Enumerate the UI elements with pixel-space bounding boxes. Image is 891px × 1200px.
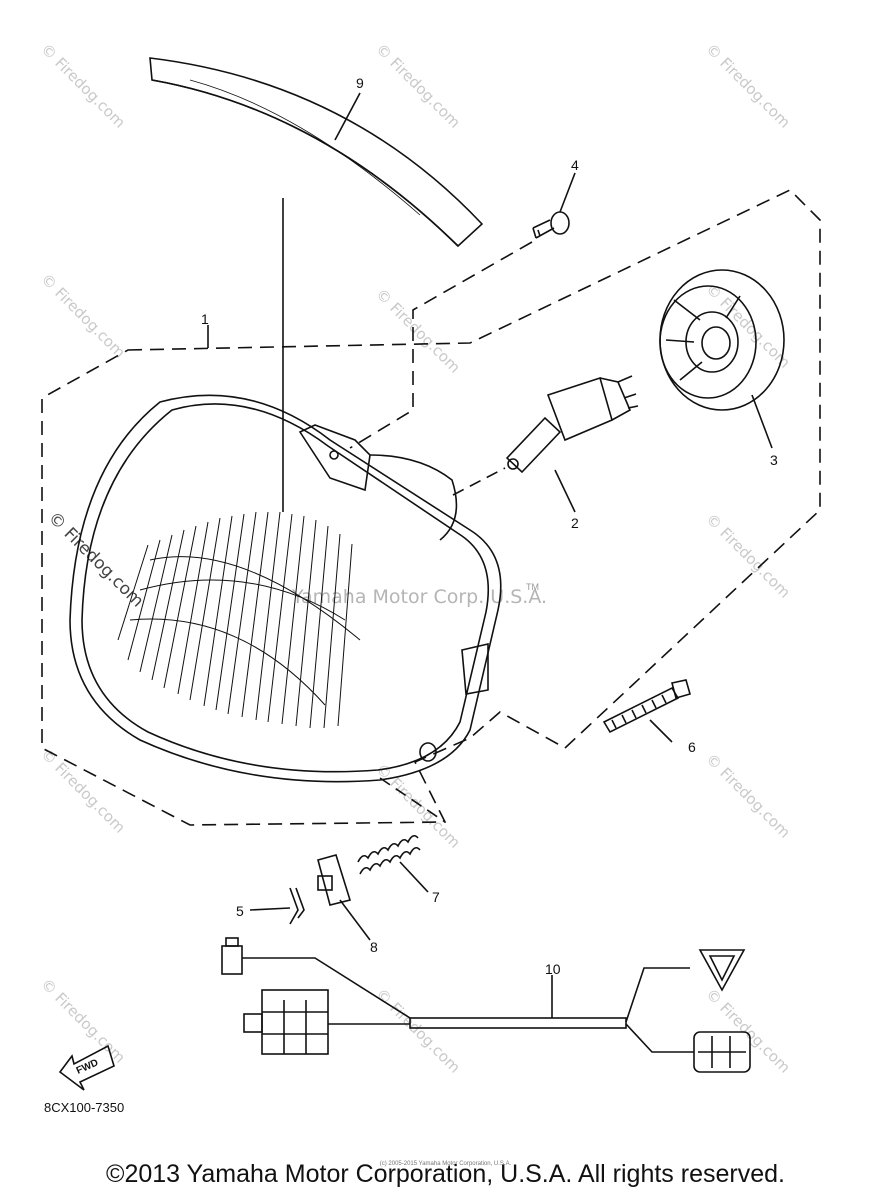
callout-5: 5 bbox=[236, 903, 244, 919]
callout-4: 4 bbox=[571, 157, 579, 173]
leader-line bbox=[349, 241, 533, 449]
part-4-screw bbox=[532, 211, 570, 239]
fwd-arrow-icon bbox=[58, 1044, 115, 1091]
leader-line bbox=[751, 394, 773, 449]
leader-line bbox=[339, 899, 371, 941]
callout-1: 1 bbox=[201, 311, 209, 327]
part-9-visor-strip bbox=[149, 57, 484, 248]
lens-pattern bbox=[117, 511, 361, 729]
small-copyright: (c) 2005-2015 Yamaha Motor Corporation, … bbox=[379, 1161, 512, 1167]
part-7-spring bbox=[357, 834, 421, 875]
part-5-clip bbox=[289, 887, 305, 925]
center-watermark: Yamaha Motor Corp. U.S.A. bbox=[292, 586, 548, 608]
callout-3: 3 bbox=[770, 452, 778, 468]
callout-2: 2 bbox=[571, 515, 579, 531]
part-10-wiring-harness bbox=[221, 937, 751, 1073]
callout-7: 7 bbox=[432, 889, 440, 905]
diagram-code: 8CX100-7350 bbox=[44, 1100, 125, 1115]
leader-line bbox=[649, 719, 673, 743]
part-3-bulb-cover bbox=[659, 269, 785, 411]
leader-line bbox=[249, 907, 291, 911]
callout-6: 6 bbox=[688, 739, 696, 755]
leader-line bbox=[379, 777, 446, 823]
copyright-notice: ©2013 Yamaha Motor Corporation, U.S.A. A… bbox=[106, 1160, 785, 1188]
assembly-boundary bbox=[41, 189, 821, 826]
callout-10: 10 bbox=[545, 961, 561, 977]
leader-line bbox=[554, 469, 576, 513]
leader-line bbox=[399, 861, 429, 893]
callout-8: 8 bbox=[370, 939, 378, 955]
callout-9: 9 bbox=[356, 75, 364, 91]
part-8-nut-holder bbox=[317, 854, 352, 906]
part-1-headlight-assembly bbox=[69, 394, 502, 783]
leader-line bbox=[334, 92, 361, 141]
leader-line bbox=[559, 172, 576, 213]
part-2-bulb bbox=[505, 375, 639, 474]
tm-mark: TM bbox=[526, 582, 539, 592]
leader-line bbox=[452, 467, 506, 496]
part-6-adjusting-bolt bbox=[602, 679, 691, 734]
